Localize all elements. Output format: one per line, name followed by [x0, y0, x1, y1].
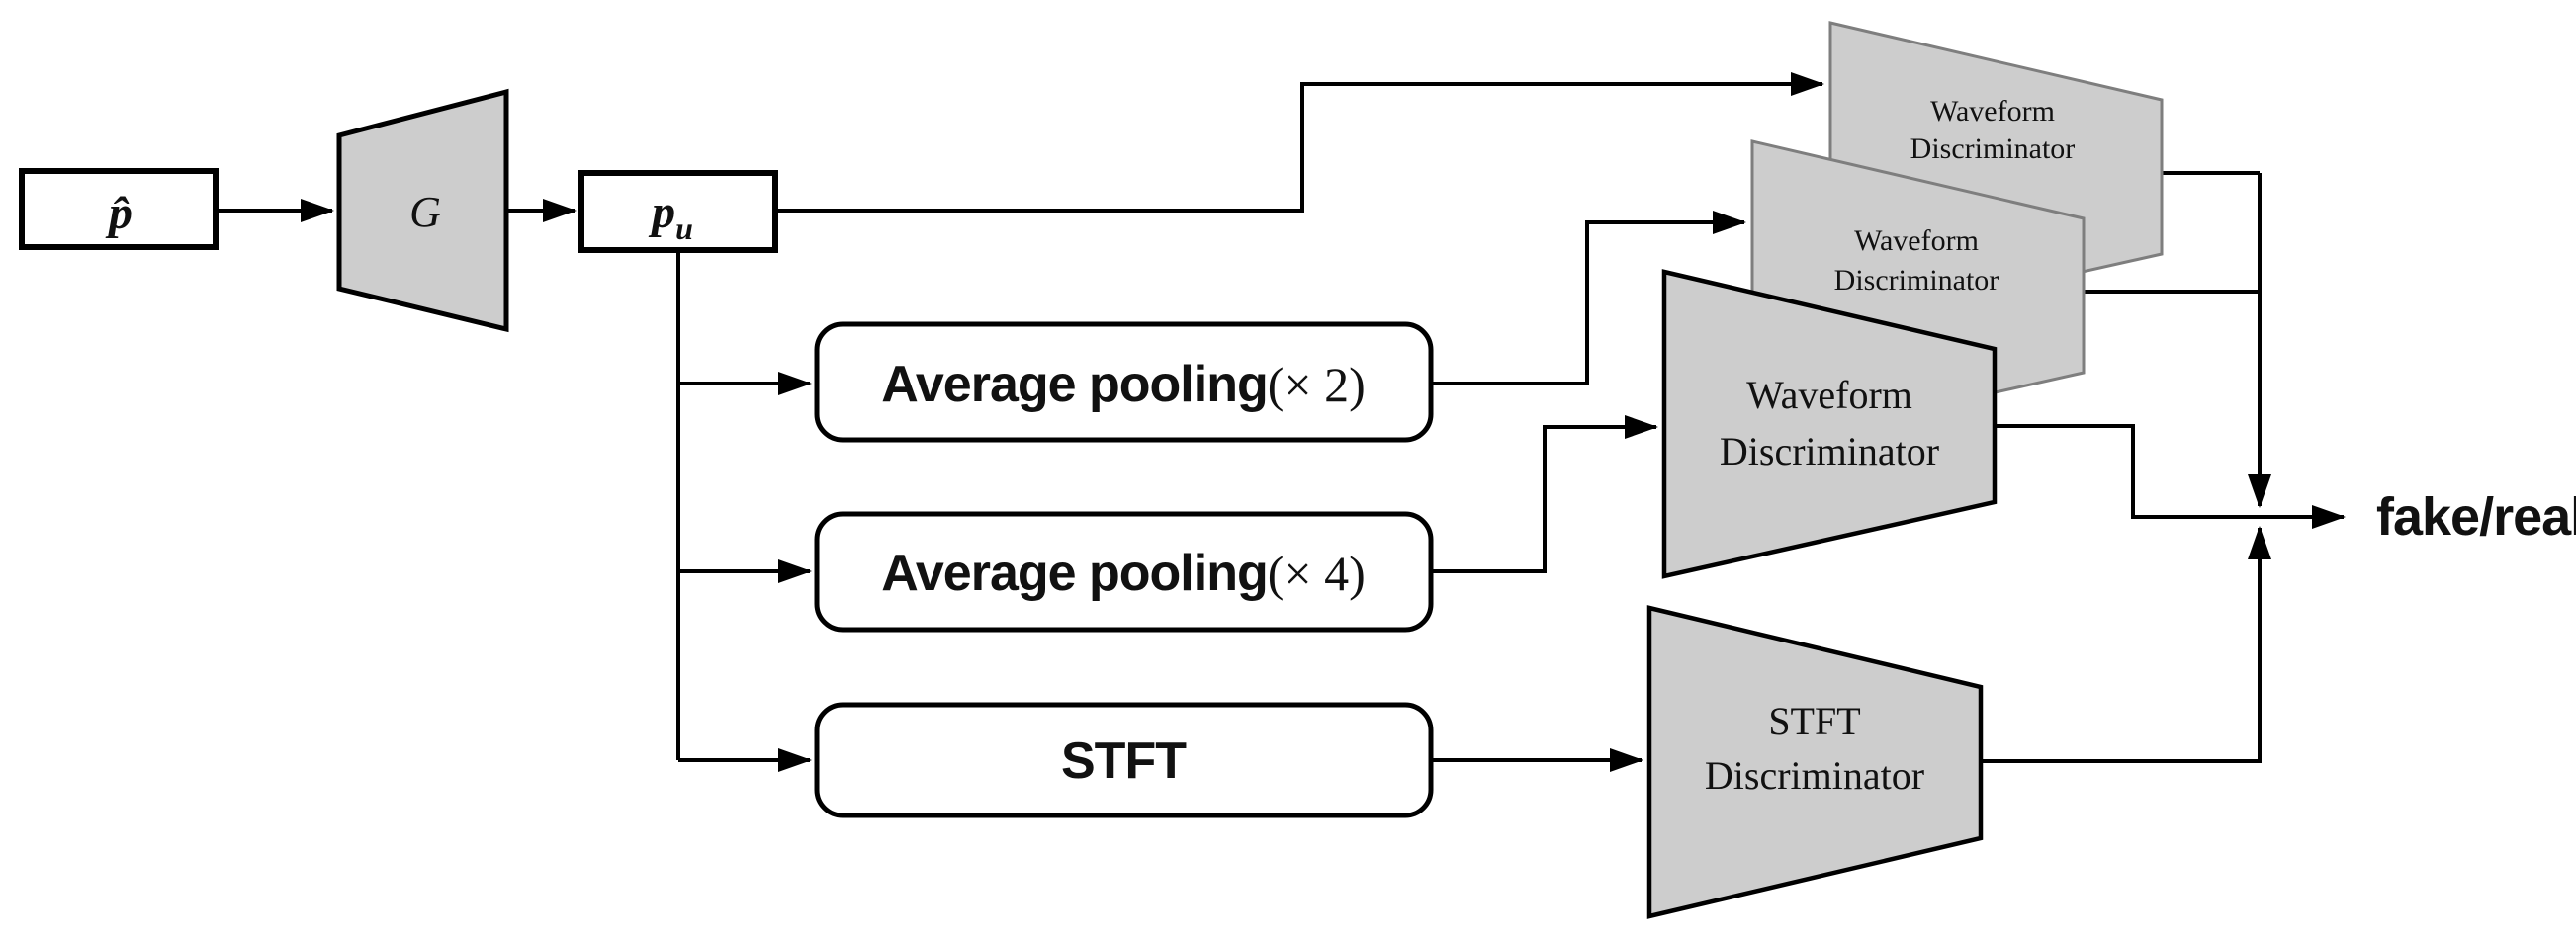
wire-pool2-to-waveform-disc-2 — [1431, 211, 1746, 385]
waveform-discriminator-2-label-line2: Discriminator — [1834, 264, 1999, 297]
avg-pool-2-prefix: Average pooling — [881, 356, 1267, 413]
avg-pool-2-label: Average pooling(× 2) — [881, 356, 1365, 413]
wire-waveform-disc-3-output-to-fakereal — [1996, 424, 2346, 529]
waveform-discriminator-3-label-line2: Discriminator — [1720, 429, 1939, 473]
stft-box — [814, 702, 1434, 818]
avg-pool-4-box — [814, 511, 1434, 633]
avg-pool-2-box — [814, 321, 1434, 443]
stft-discriminator-label-line1: STFT — [1768, 699, 1860, 743]
waveform-discriminator-3-label-line1: Waveform — [1746, 373, 1912, 417]
avg-pool-4-label: Average pooling(× 4) — [881, 545, 1365, 602]
p-hat-label: p̂ — [105, 187, 133, 239]
generator-label: G — [409, 188, 441, 236]
p-u-base: p — [648, 186, 675, 238]
waveform-discriminator-1-label-line1: Waveform — [1930, 95, 2055, 128]
waveform-discriminator-3 — [1661, 269, 1998, 579]
p-hat-box — [19, 168, 219, 250]
waveform-discriminator-2-label-line1: Waveform — [1854, 224, 1979, 257]
p-u-label: pu — [648, 186, 693, 246]
waveform-discriminator-1-label-line2: Discriminator — [1910, 132, 2076, 165]
stft-discriminator — [1646, 605, 1984, 919]
wire-stft-disc-output-up-to-junction — [1981, 526, 2271, 763]
avg-pool-2-suffix: (× 2) — [1268, 357, 1366, 412]
wire-pu-to-waveform-disc-1 — [775, 72, 1824, 213]
stft-box-label: STFT — [1061, 732, 1187, 790]
wire-pool4-to-waveform-disc-3 — [1431, 415, 1658, 573]
fake-real-label: fake/real — [2376, 487, 2576, 547]
p-u-subscript: u — [675, 211, 693, 246]
generator-trapezoid — [336, 88, 509, 333]
avg-pool-4-prefix: Average pooling — [881, 545, 1267, 602]
stft-discriminator-label-line2: Discriminator — [1705, 753, 1924, 798]
p-u-box — [578, 170, 778, 253]
avg-pool-4-suffix: (× 4) — [1268, 546, 1366, 601]
